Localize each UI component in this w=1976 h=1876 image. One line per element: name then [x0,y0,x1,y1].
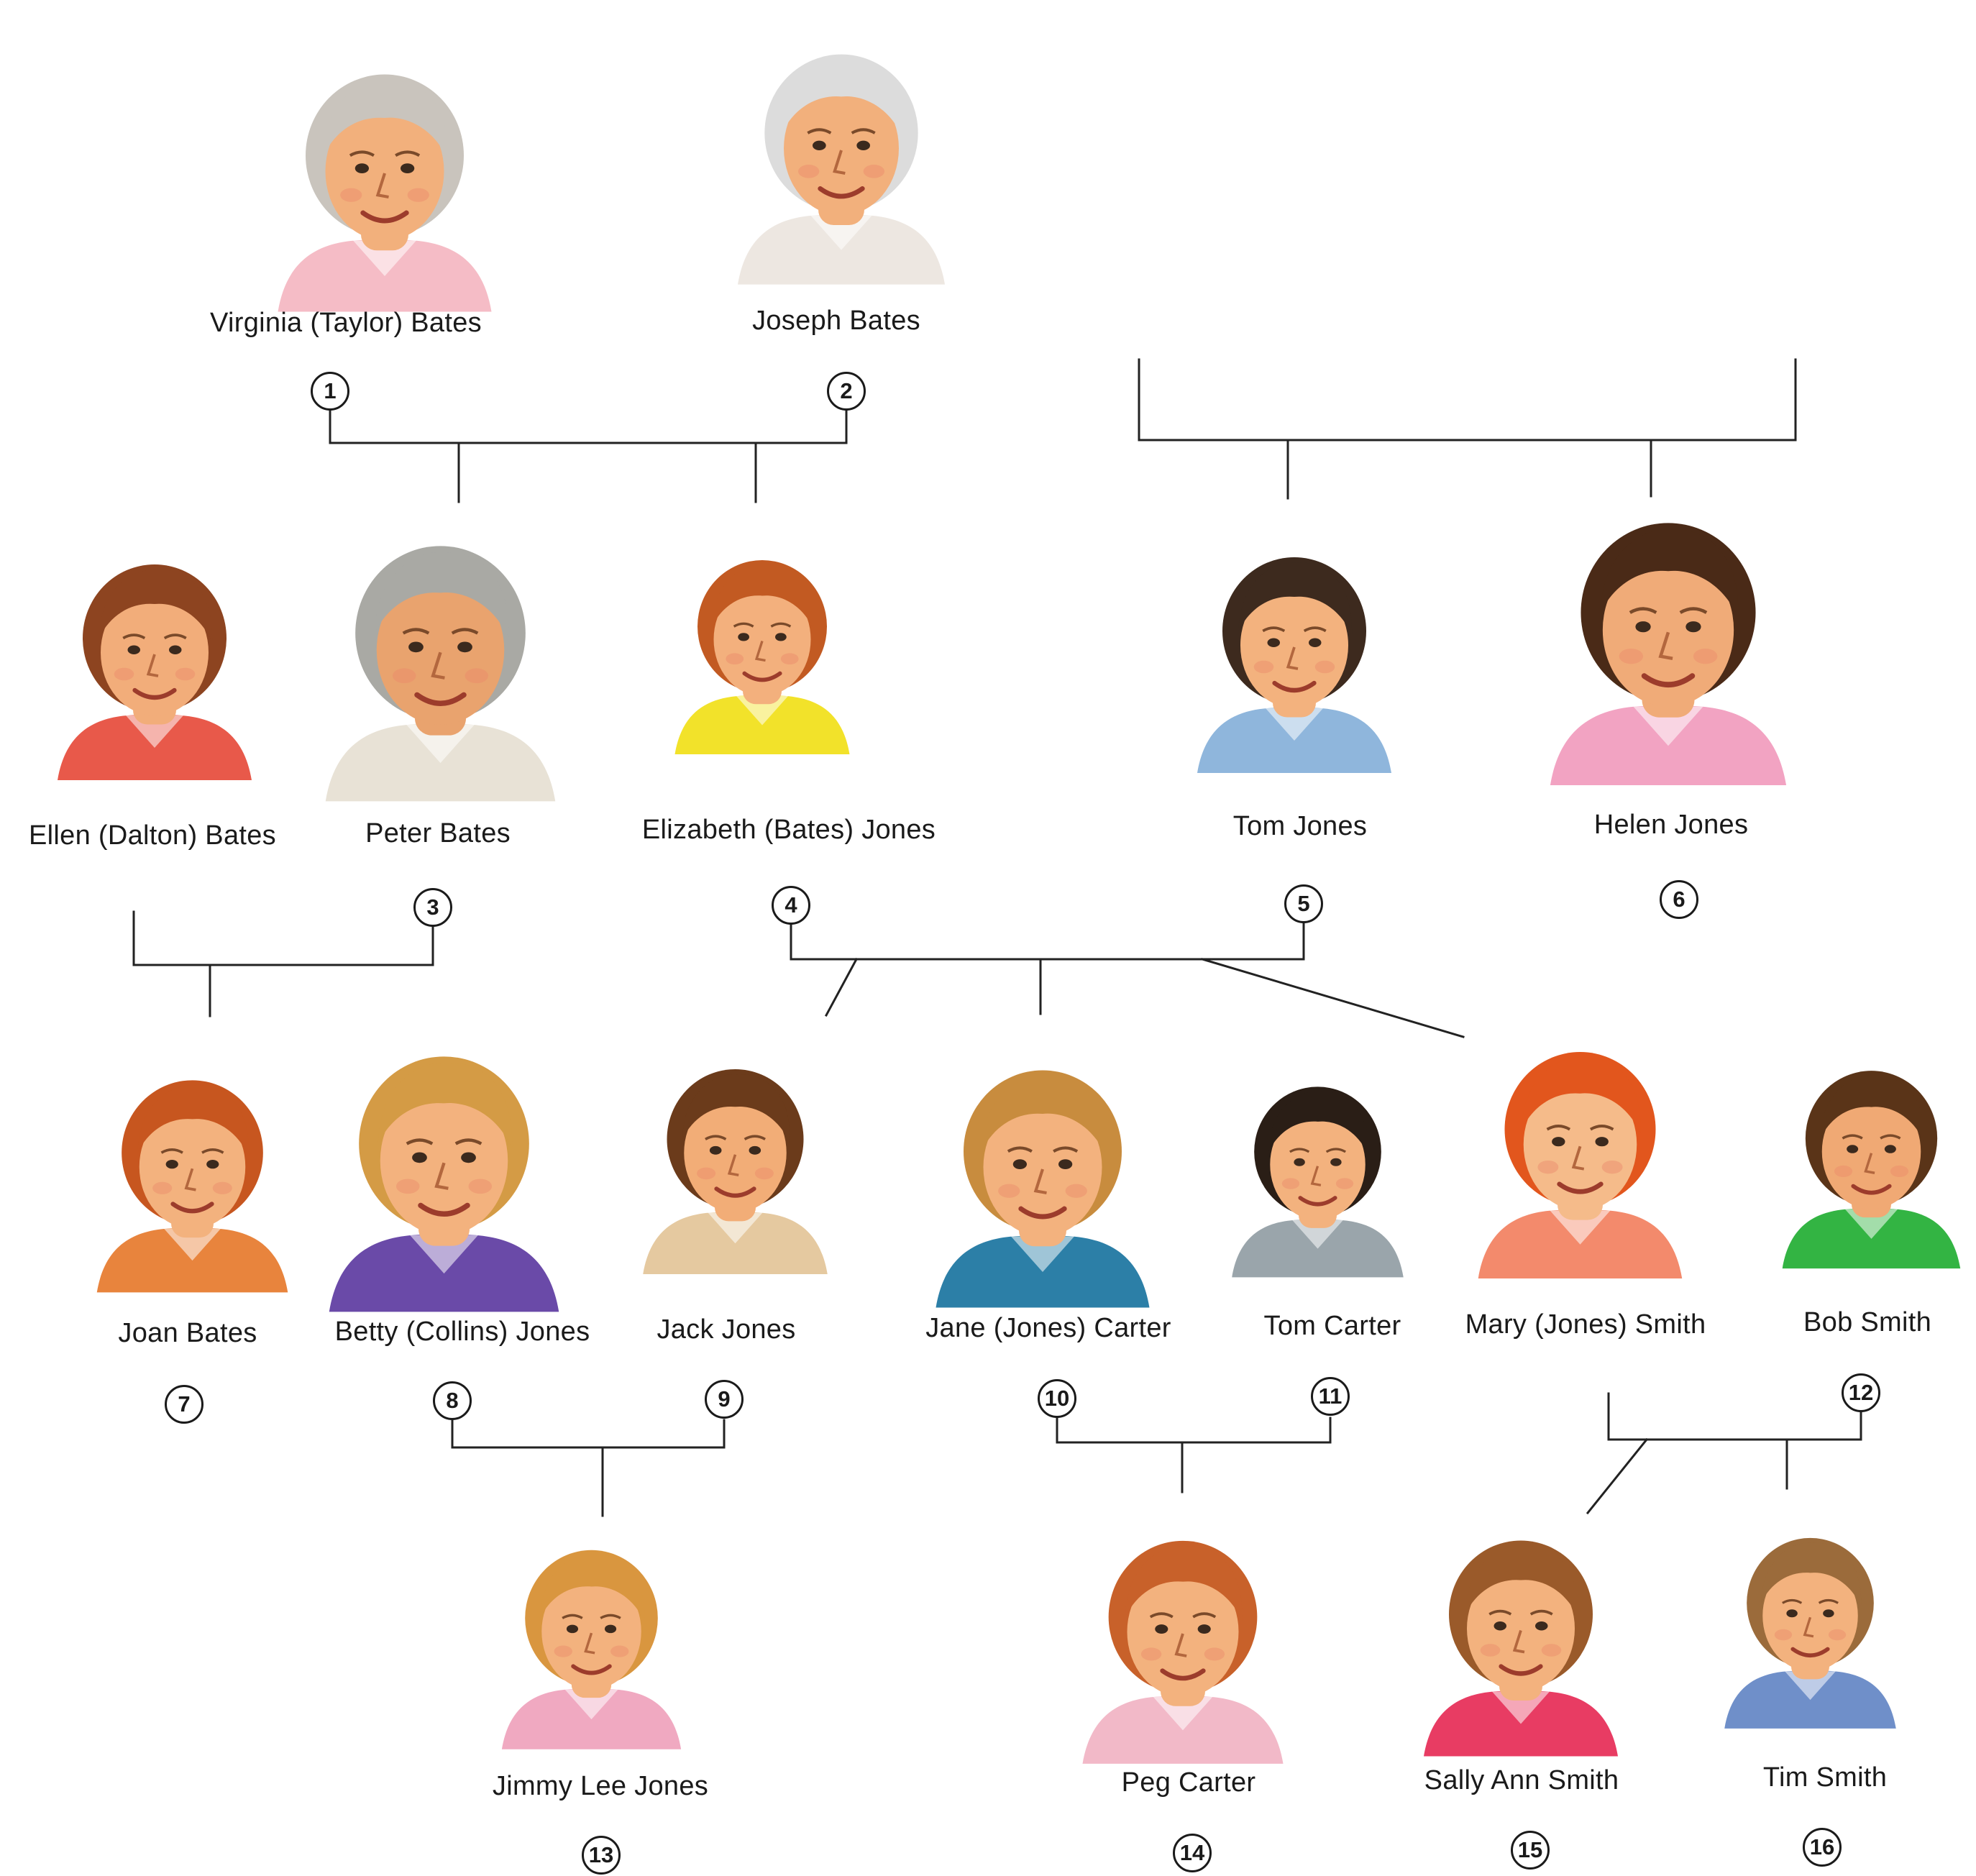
person-number-badge: 8 [433,1381,472,1420]
portrait-man-icon [1232,1086,1404,1278]
person-name: Mary (Jones) Smith [1465,1309,1706,1340]
person-name: Peter Bates [365,818,511,848]
portrait-man-glasses-icon [1197,557,1391,773]
child-line-jack [824,957,859,1017]
person-name: Elizabeth (Bates) Jones [641,815,936,845]
child-line-mary [1201,958,1465,1038]
portrait-girl-icon [1082,1540,1284,1764]
person-number-badge: 14 [1173,1834,1212,1872]
person-name: Joseph Bates [752,306,920,336]
person-name: Jane (Jones) Carter [925,1313,1171,1343]
person-number-badge: 3 [413,888,452,927]
portrait-elderly-man-icon [738,54,945,285]
person-number-badge: 5 [1284,884,1323,923]
portrait-woman-icon [674,560,850,754]
portrait-woman-icon [58,564,252,780]
couple-line-1-2 [329,410,848,444]
person-name: Virginia (Taylor) Bates [210,308,482,338]
couple-line-mary-12 [1607,1392,1862,1441]
person-name: Joan Bates [118,1318,257,1348]
person-number-badge: 11 [1311,1377,1350,1416]
portrait-woman-icon [329,1056,559,1312]
couple-line-8-9 [451,1419,726,1449]
person-name: Tim Smith [1762,1762,1888,1793]
person-number-badge: 1 [311,372,349,411]
person-name: Jack Jones [657,1314,796,1345]
person-name: Helen Jones [1593,810,1749,840]
portrait-boy-icon [1724,1537,1896,1729]
person-number-badge: 9 [705,1380,744,1419]
person-name: Tom Carter [1263,1311,1401,1341]
person-name: Jimmy Lee Jones [492,1771,709,1801]
portrait-man-icon [325,546,556,802]
portrait-child-icon [501,1550,682,1749]
person-number-badge: 16 [1803,1828,1842,1867]
couple-line-4-5 [790,923,1305,961]
portrait-woman-icon [936,1070,1150,1308]
person-name: Tom Jones [1232,811,1368,841]
portrait-woman-icon [1550,523,1787,785]
portrait-man-mustache-icon [1782,1071,1961,1269]
person-name: Peg Carter [1121,1767,1256,1798]
person-number-badge: 13 [582,1836,621,1875]
person-number-badge: 15 [1511,1831,1550,1870]
person-number-badge: 12 [1842,1373,1880,1412]
person-name: Sally Ann Smith [1424,1765,1619,1795]
portrait-elderly-woman-icon [278,74,492,312]
portrait-girl-icon [1424,1540,1618,1757]
couple-line-10-11 [1056,1417,1332,1444]
couple-line-jones-parents [1138,358,1797,441]
person-number-badge: 10 [1038,1379,1076,1418]
portrait-woman-icon [96,1080,288,1293]
person-number-badge: 4 [772,886,810,925]
person-name: Bob Smith [1803,1307,1932,1337]
couple-line-ellen-3 [132,910,434,966]
person-number-badge: 7 [165,1385,203,1424]
person-name: Betty (Collins) Jones [334,1317,590,1347]
portrait-man-icon [643,1069,828,1274]
person-number-badge: 6 [1660,880,1698,919]
child-line-sally [1586,1437,1649,1515]
portrait-woman-icon [1478,1052,1683,1278]
person-number-badge: 2 [827,372,866,411]
person-name: Ellen (Dalton) Bates [29,820,276,851]
